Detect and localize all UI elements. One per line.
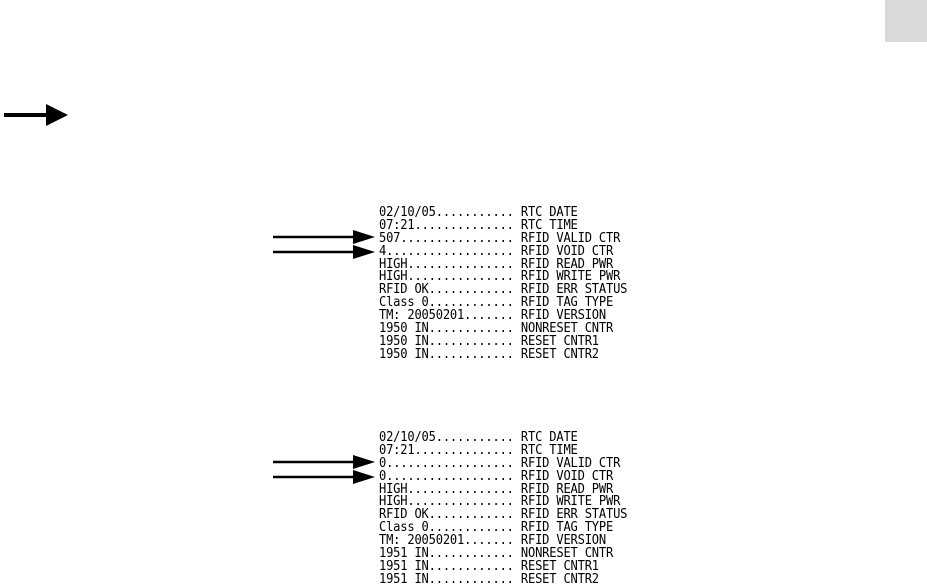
right-pointer-arrow-icon <box>273 470 375 484</box>
config-line-rtc-time: 07:21.............. RTC TIME <box>379 442 578 458</box>
config-line-rfid-write-pwr: HIGH............... RFID WRITE PWR <box>379 269 621 285</box>
config-line-rtc-date: 02/10/05........... RTC DATE <box>379 205 578 220</box>
page-corner-tab <box>885 0 927 42</box>
config-line-rfid-valid-ctr: 507................ RFID VALID CTR <box>379 230 621 246</box>
config-line-reset-cntr1: 1950 IN............ RESET CNTR1 <box>379 333 599 349</box>
config-line-nonreset-cntr: 1951 IN............ NONRESET CNTR <box>379 546 614 562</box>
config-line-rfid-tag-type: Class 0............ RFID TAG TYPE <box>379 520 614 536</box>
config-line-rfid-read-pwr: HIGH............... RFID READ PWR <box>379 256 614 272</box>
config-line-rfid-err-status: RFID OK............ RFID ERR STATUS <box>379 282 628 298</box>
config-line-reset-cntr2: 1950 IN............ RESET CNTR2 <box>379 346 599 362</box>
config-line-rfid-valid-ctr: 0.................. RFID VALID CTR <box>379 455 621 471</box>
config-line-rfid-err-status: RFID OK............ RFID ERR STATUS <box>379 507 628 523</box>
config-line-rtc-time: 07:21.............. RTC TIME <box>379 217 578 233</box>
config-line-rfid-void-ctr: 4.................. RFID VOID CTR <box>379 243 614 259</box>
config-line-rfid-tag-type: Class 0............ RFID TAG TYPE <box>379 295 614 311</box>
config-line-rtc-date: 02/10/05........... RTC DATE <box>379 430 578 445</box>
configuration-readout-after: 02/10/05........... RTC DATE 07:21......… <box>379 431 699 586</box>
config-line-reset-cntr1: 1951 IN............ RESET CNTR1 <box>379 558 599 574</box>
config-line-rfid-read-pwr: HIGH............... RFID READ PWR <box>379 481 614 497</box>
right-pointer-arrow-icon <box>273 455 375 469</box>
right-pointer-arrow-icon <box>273 245 375 259</box>
config-line-rfid-version: TM: 20050201....... RFID VERSION <box>379 533 607 549</box>
config-line-rfid-void-ctr: 0.................. RFID VOID CTR <box>379 468 614 484</box>
right-pointer-arrow-icon <box>273 230 375 244</box>
right-arrow-icon <box>4 104 68 126</box>
config-line-rfid-write-pwr: HIGH............... RFID WRITE PWR <box>379 494 621 510</box>
config-line-reset-cntr2: 1951 IN............ RESET CNTR2 <box>379 571 599 587</box>
config-line-nonreset-cntr: 1950 IN............ NONRESET CNTR <box>379 321 614 337</box>
config-line-rfid-version: TM: 20050201....... RFID VERSION <box>379 308 607 324</box>
configuration-readout-before: 02/10/05........... RTC DATE 07:21......… <box>379 206 699 361</box>
